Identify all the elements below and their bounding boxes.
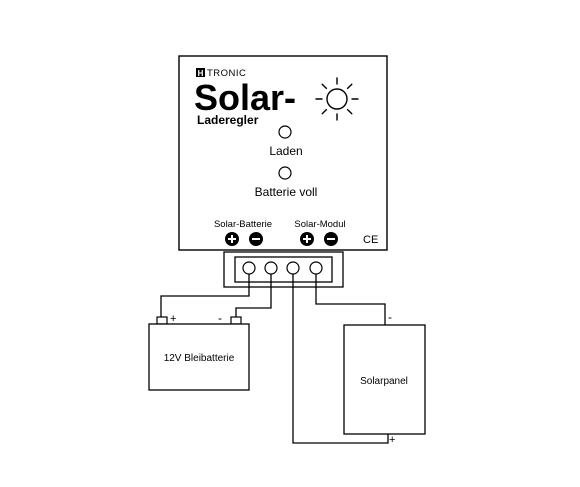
module-terminal-label: Solar-Modul [294, 219, 345, 230]
solar-panel-box [343, 324, 426, 435]
panel-plus-sign: + [389, 434, 395, 446]
wire-battery-minus [235, 274, 272, 317]
minus-circle-icon [249, 232, 263, 246]
led-charging [278, 125, 292, 139]
plus-circle-icon [300, 232, 314, 246]
battery-box [148, 323, 250, 391]
led-charging-label: Laden [269, 144, 302, 158]
controller-subtitle: Laderegler [197, 113, 259, 127]
terminal-module-plus [286, 261, 300, 275]
brand-logo-letter: H [198, 69, 204, 78]
battery-label: 12V Bleibatterie [164, 353, 235, 364]
battery-plus-post [156, 316, 168, 325]
sun-icon [315, 77, 359, 121]
minus-circle-icon [324, 232, 338, 246]
solar-panel-label: Solarpanel [360, 376, 408, 387]
brand-logo-box [196, 68, 205, 77]
controller-housing [178, 55, 388, 251]
led-battery-full [278, 166, 292, 180]
terminal-battery-plus [242, 261, 256, 275]
battery-minus-post [230, 316, 242, 325]
plus-circle-icon [225, 232, 239, 246]
battery-minus-sign: - [218, 311, 222, 325]
battery-terminal-label: Solar-Batterie [214, 219, 272, 230]
panel-minus-sign: - [388, 310, 392, 324]
terminal-battery-minus [264, 261, 278, 275]
brand-name: TRONIC [207, 68, 246, 79]
wire-module-plus [292, 274, 389, 444]
ce-mark: CE [363, 234, 378, 246]
wire-module-minus [315, 274, 386, 325]
terminal-module-minus [309, 261, 323, 275]
wire-battery-plus [160, 274, 250, 317]
battery-plus-sign: + [170, 313, 176, 325]
controller-title: Solar- [194, 77, 296, 118]
led-battery-full-label: Batterie voll [255, 185, 318, 199]
